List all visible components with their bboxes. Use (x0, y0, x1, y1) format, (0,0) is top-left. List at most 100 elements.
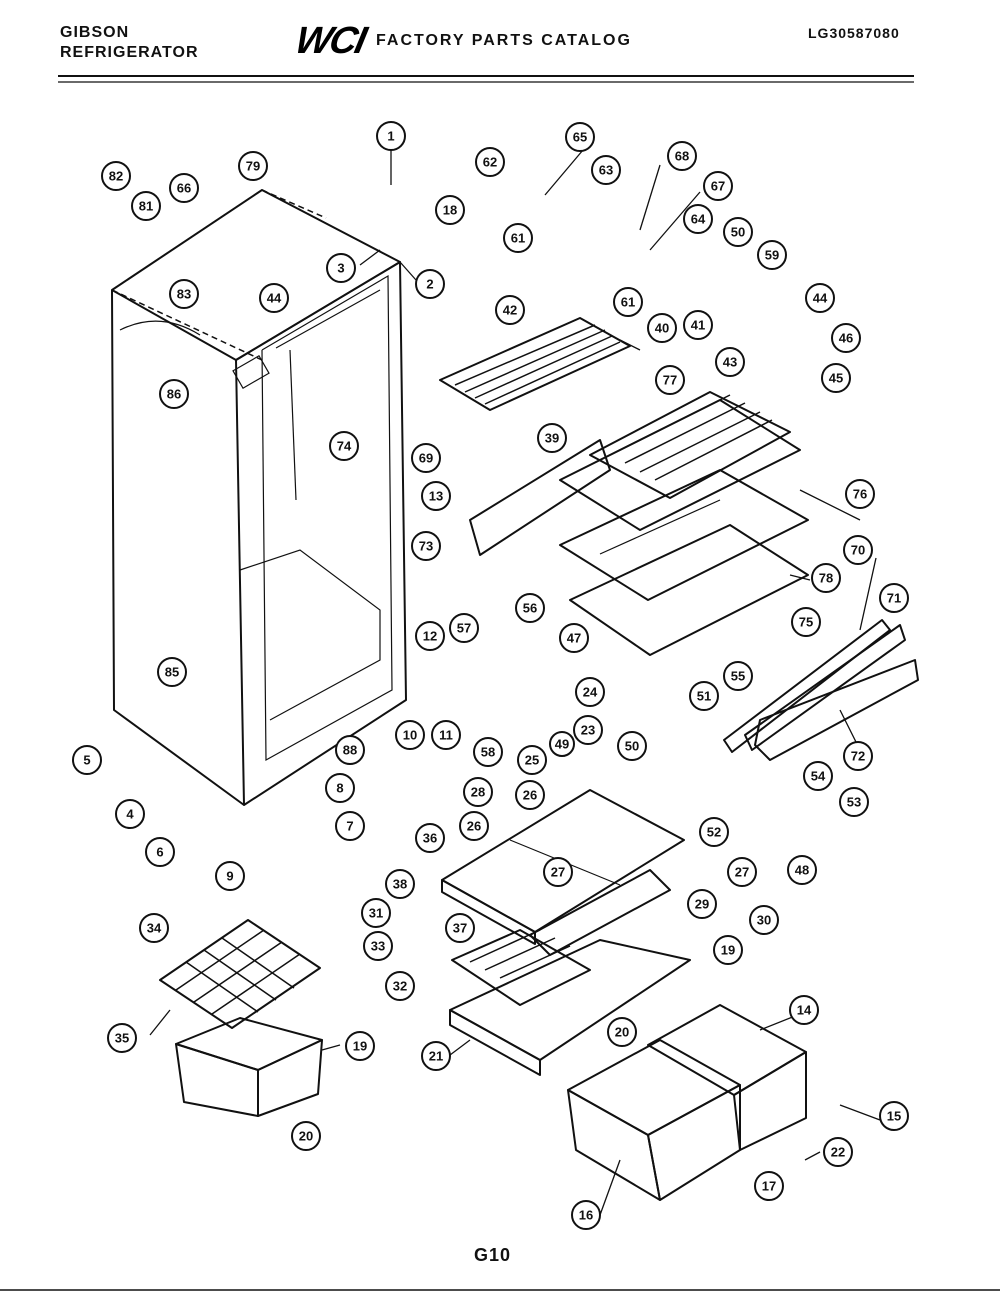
callout-38[interactable]: 38 (385, 869, 415, 899)
callout-82[interactable]: 82 (101, 161, 131, 191)
callout-14[interactable]: 14 (789, 995, 819, 1025)
callout-83[interactable]: 83 (169, 279, 199, 309)
svg-text:56: 56 (523, 601, 537, 616)
callout-85[interactable]: 85 (157, 657, 187, 687)
callout-58[interactable]: 58 (473, 737, 503, 767)
callout-69[interactable]: 69 (411, 443, 441, 473)
callout-10[interactable]: 10 (395, 720, 425, 750)
callout-2[interactable]: 2 (415, 269, 445, 299)
callout-17[interactable]: 17 (754, 1171, 784, 1201)
callout-13[interactable]: 13 (421, 481, 451, 511)
callout-57[interactable]: 57 (449, 613, 479, 643)
callout-29[interactable]: 29 (687, 889, 717, 919)
callout-49[interactable]: 49 (549, 731, 575, 757)
callout-71[interactable]: 71 (879, 583, 909, 613)
callout-50-a[interactable]: 50 (617, 731, 647, 761)
svg-text:6: 6 (156, 845, 163, 860)
callout-7[interactable]: 7 (335, 811, 365, 841)
callout-22[interactable]: 22 (823, 1137, 853, 1167)
callout-26-b[interactable]: 26 (459, 811, 489, 841)
callout-59[interactable]: 59 (757, 240, 787, 270)
callout-20-a[interactable]: 20 (607, 1017, 637, 1047)
callout-50-b[interactable]: 50 (723, 217, 753, 247)
callout-27-a[interactable]: 27 (727, 857, 757, 887)
callout-40[interactable]: 40 (647, 313, 677, 343)
callout-48[interactable]: 48 (787, 855, 817, 885)
callout-8[interactable]: 8 (325, 773, 355, 803)
svg-text:61: 61 (621, 295, 635, 310)
callout-26-a[interactable]: 26 (515, 780, 545, 810)
callout-44-a[interactable]: 44 (805, 283, 835, 313)
callout-30[interactable]: 30 (749, 905, 779, 935)
callout-43[interactable]: 43 (715, 347, 745, 377)
callout-27-b[interactable]: 27 (543, 857, 573, 887)
callout-28[interactable]: 28 (463, 777, 493, 807)
callout-63[interactable]: 63 (591, 155, 621, 185)
callout-19-a[interactable]: 19 (713, 935, 743, 965)
callout-45[interactable]: 45 (821, 363, 851, 393)
callout-56[interactable]: 56 (515, 593, 545, 623)
callout-15[interactable]: 15 (879, 1101, 909, 1131)
callout-18[interactable]: 18 (435, 195, 465, 225)
callout-12[interactable]: 12 (415, 621, 445, 651)
callout-6[interactable]: 6 (145, 837, 175, 867)
callout-53[interactable]: 53 (839, 787, 869, 817)
callout-4[interactable]: 4 (115, 799, 145, 829)
callout-78[interactable]: 78 (811, 563, 841, 593)
callout-35[interactable]: 35 (107, 1023, 137, 1053)
callout-86[interactable]: 86 (159, 379, 189, 409)
callout-24[interactable]: 24 (575, 677, 605, 707)
callout-37[interactable]: 37 (445, 913, 475, 943)
callout-79[interactable]: 79 (238, 151, 268, 181)
callout-3[interactable]: 3 (326, 253, 356, 283)
callout-34[interactable]: 34 (139, 913, 169, 943)
callout-61-b[interactable]: 61 (613, 287, 643, 317)
callout-73[interactable]: 73 (411, 531, 441, 561)
callout-66[interactable]: 66 (169, 173, 199, 203)
callout-36[interactable]: 36 (415, 823, 445, 853)
callout-1[interactable]: 1 (376, 121, 406, 151)
callout-67[interactable]: 67 (703, 171, 733, 201)
callout-76[interactable]: 76 (845, 479, 875, 509)
callout-33[interactable]: 33 (363, 931, 393, 961)
callout-88[interactable]: 88 (335, 735, 365, 765)
svg-text:36: 36 (423, 831, 437, 846)
callout-42[interactable]: 42 (495, 295, 525, 325)
svg-text:88: 88 (343, 743, 357, 758)
callout-52[interactable]: 52 (699, 817, 729, 847)
callout-81[interactable]: 81 (131, 191, 161, 221)
svg-text:14: 14 (797, 1003, 812, 1018)
callout-61-a[interactable]: 61 (503, 223, 533, 253)
callout-25[interactable]: 25 (517, 745, 547, 775)
callout-23[interactable]: 23 (573, 715, 603, 745)
callout-62[interactable]: 62 (475, 147, 505, 177)
callout-46[interactable]: 46 (831, 323, 861, 353)
callout-74[interactable]: 74 (329, 431, 359, 461)
callout-44-b[interactable]: 44 (259, 283, 289, 313)
callout-20-b[interactable]: 20 (291, 1121, 321, 1151)
callout-64[interactable]: 64 (683, 204, 713, 234)
callout-47[interactable]: 47 (559, 623, 589, 653)
callout-65[interactable]: 65 (565, 122, 595, 152)
callout-75[interactable]: 75 (791, 607, 821, 637)
svg-text:75: 75 (799, 615, 813, 630)
callout-77[interactable]: 77 (655, 365, 685, 395)
callout-41[interactable]: 41 (683, 310, 713, 340)
callout-31[interactable]: 31 (361, 898, 391, 928)
callout-72[interactable]: 72 (843, 741, 873, 771)
callout-21[interactable]: 21 (421, 1041, 451, 1071)
callout-5[interactable]: 5 (72, 745, 102, 775)
callout-19-b[interactable]: 19 (345, 1031, 375, 1061)
callout-68[interactable]: 68 (667, 141, 697, 171)
callout-51[interactable]: 51 (689, 681, 719, 711)
callout-32[interactable]: 32 (385, 971, 415, 1001)
callout-55[interactable]: 55 (723, 661, 753, 691)
callout-11[interactable]: 11 (431, 720, 461, 750)
svg-text:7: 7 (346, 819, 353, 834)
callout-70[interactable]: 70 (843, 535, 873, 565)
callout-9[interactable]: 9 (215, 861, 245, 891)
svg-text:86: 86 (167, 387, 181, 402)
callout-39[interactable]: 39 (537, 423, 567, 453)
callout-16[interactable]: 16 (571, 1200, 601, 1230)
callout-54[interactable]: 54 (803, 761, 833, 791)
